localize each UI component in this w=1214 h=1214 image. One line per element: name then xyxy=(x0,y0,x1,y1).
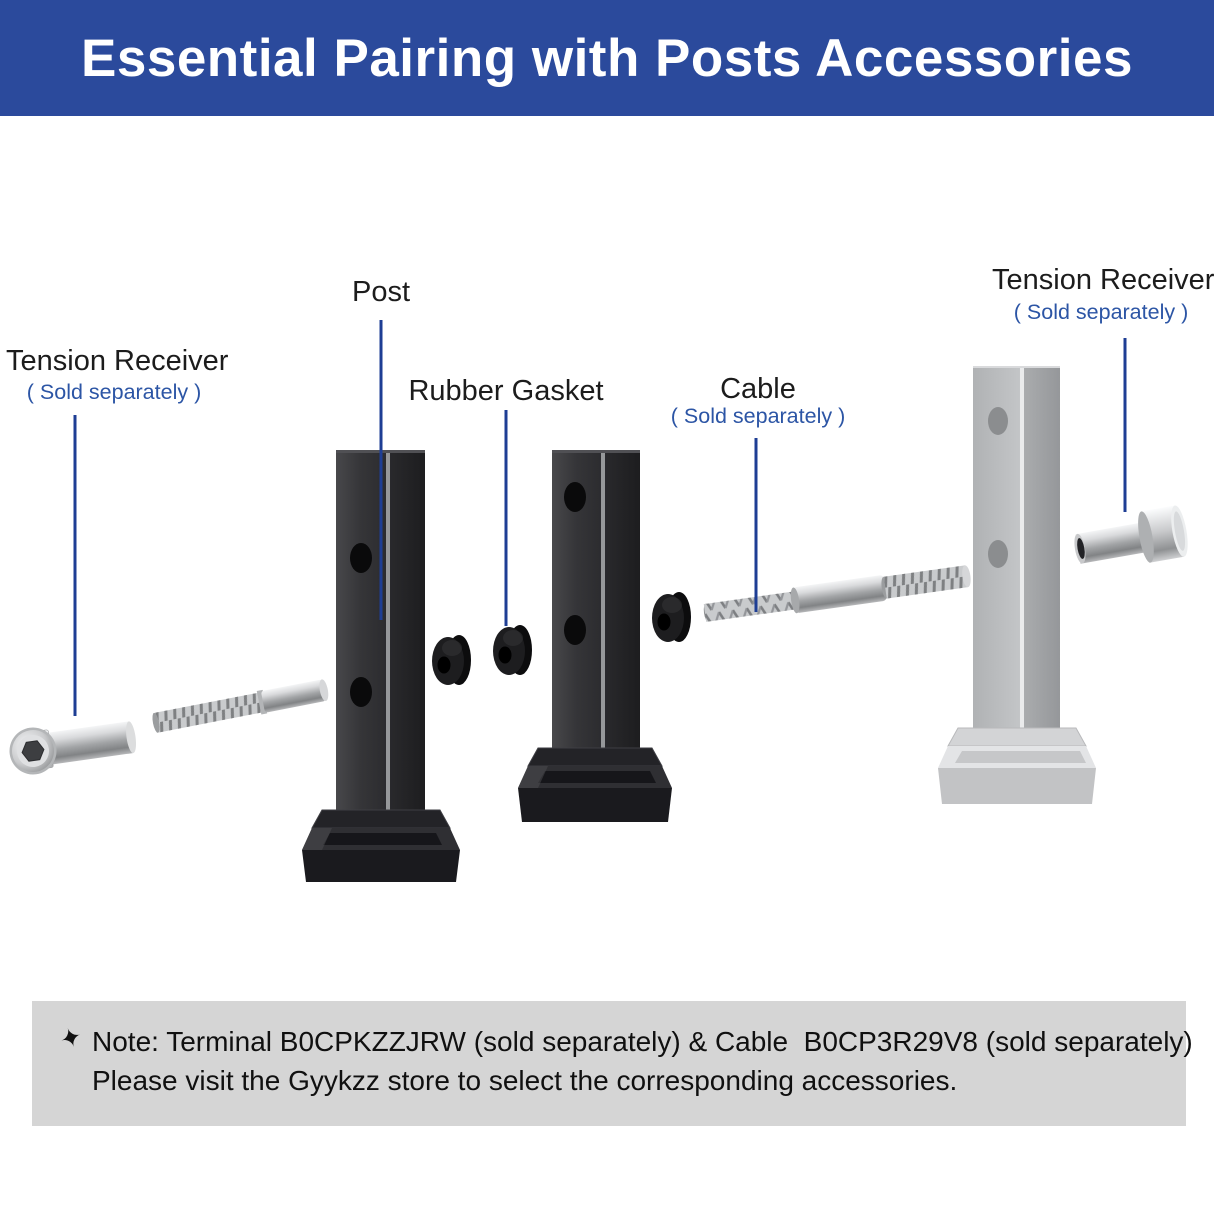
rubber-gasket-1 xyxy=(432,635,471,685)
rubber-gasket-2 xyxy=(493,625,532,675)
black-post-left xyxy=(302,450,460,882)
callout-cable-title: Cable xyxy=(720,373,796,405)
black-post-middle xyxy=(518,450,672,822)
callout-post-title: Post xyxy=(351,276,411,308)
callout-tension-receiver-right-note: ( Sold separately ) xyxy=(1013,300,1189,324)
callout-tension-receiver-left-title: Tension Receiver xyxy=(6,345,229,377)
rubber-gasket-3 xyxy=(652,592,691,642)
four-pointed-star-icon: ✦ xyxy=(55,1020,86,1056)
note-line-1: Note: Terminal B0CPKZZJRW (sold separate… xyxy=(92,1026,1193,1057)
note-box: ✦ Note: Terminal B0CPKZZJRW (sold separa… xyxy=(32,1001,1193,1126)
steel-post-right xyxy=(938,366,1096,804)
note-line-2: Please visit the Gyykzz store to select … xyxy=(92,1065,958,1096)
tension-receiver-left xyxy=(9,721,137,775)
threaded-stud xyxy=(152,679,329,733)
callout-tension-receiver-right-title: Tension Receiver xyxy=(992,264,1214,296)
tension-receiver-right xyxy=(1074,505,1188,564)
header-banner: Essential Pairing with Posts Accessories xyxy=(0,0,1214,116)
callout-cable-note: ( Sold separately ) xyxy=(670,404,846,428)
callout-tension-receiver-left-note: ( Sold separately ) xyxy=(26,380,202,404)
callout-rubber-gasket-title: Rubber Gasket xyxy=(408,375,604,407)
cable-assembly xyxy=(703,565,971,622)
header-title: Essential Pairing with Posts Accessories xyxy=(81,28,1133,88)
